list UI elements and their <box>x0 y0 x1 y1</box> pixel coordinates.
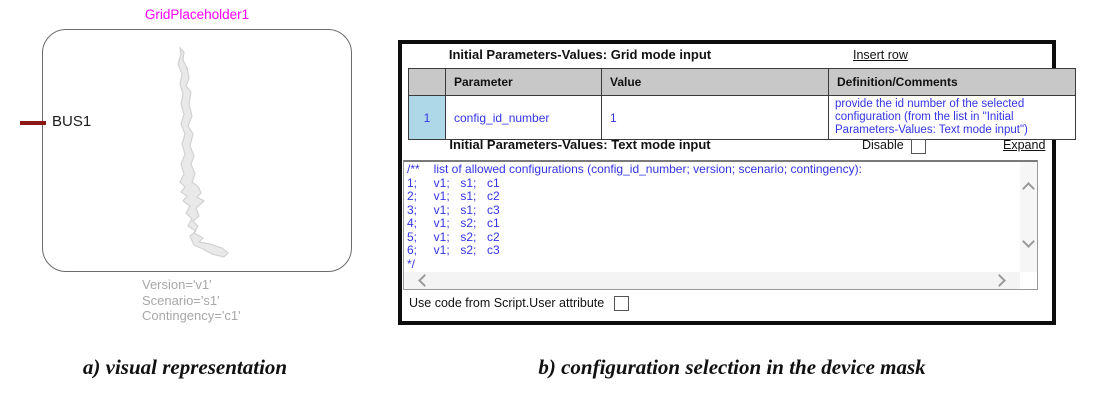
bus-connection-line <box>20 121 46 125</box>
text-mode-section-title: Initial Parameters-Values: Text mode inp… <box>449 137 711 152</box>
header-row-number <box>408 68 446 96</box>
disable-label: Disable <box>862 138 904 152</box>
parameter-cell: config_id_number <box>445 95 602 140</box>
disable-checkbox[interactable] <box>911 139 926 154</box>
scroll-down-icon[interactable] <box>1022 235 1035 248</box>
table-row: 1 config_id_number 1 provide the id numb… <box>408 95 1076 140</box>
grid-placeholder-box <box>42 29 352 272</box>
scroll-up-icon[interactable] <box>1022 182 1035 195</box>
chile-map-silhouette <box>177 46 229 258</box>
header-value: Value <box>601 68 829 96</box>
row-number-cell[interactable]: 1 <box>408 95 446 140</box>
use-code-row: Use code from Script.User attribute <box>409 296 629 312</box>
table-header-row: Parameter Value Definition/Comments <box>408 68 1076 96</box>
attribute-version: Version='v1' <box>142 277 212 292</box>
attribute-scenario: Scenario='s1' <box>142 292 220 308</box>
caption-a: a) visual representation <box>82 355 288 379</box>
configuration-code-text[interactable]: /** list of allowed configurations (conf… <box>407 163 862 269</box>
attribute-contingency: Contingency='c1' <box>142 308 241 323</box>
header-definition: Definition/Comments <box>828 68 1076 96</box>
header-parameter: Parameter <box>445 68 602 96</box>
grid-mode-table: Parameter Value Definition/Comments 1 co… <box>408 68 1076 140</box>
device-mask-dialog: Initial Parameters-Values: Grid mode inp… <box>398 40 1076 325</box>
caption-b: b) configuration selection in the device… <box>538 355 926 379</box>
vertical-scrollbar[interactable] <box>1020 162 1037 272</box>
grid-mode-section-title: Initial Parameters-Values: Grid mode inp… <box>448 47 712 62</box>
use-code-checkbox[interactable] <box>613 296 629 312</box>
grid-placeholder-name: GridPlaceholder1 <box>144 7 250 22</box>
expand-link[interactable]: Expand <box>1003 138 1046 152</box>
horizontal-scrollbar[interactable] <box>404 272 1020 289</box>
bus-label: BUS1 <box>52 113 92 130</box>
insert-row-link[interactable]: Insert row <box>853 48 908 62</box>
text-mode-input-area[interactable]: /** list of allowed configurations (conf… <box>403 160 1038 290</box>
value-cell[interactable]: 1 <box>601 95 829 140</box>
definition-cell: provide the id number of the selected co… <box>828 95 1076 140</box>
scroll-left-icon[interactable] <box>418 274 431 287</box>
placeholder-attributes: Version='v1' Scenario='s1' Contingency='… <box>142 277 241 324</box>
scroll-right-icon[interactable] <box>993 274 1006 287</box>
use-code-label: Use code from Script.User attribute <box>409 296 605 310</box>
